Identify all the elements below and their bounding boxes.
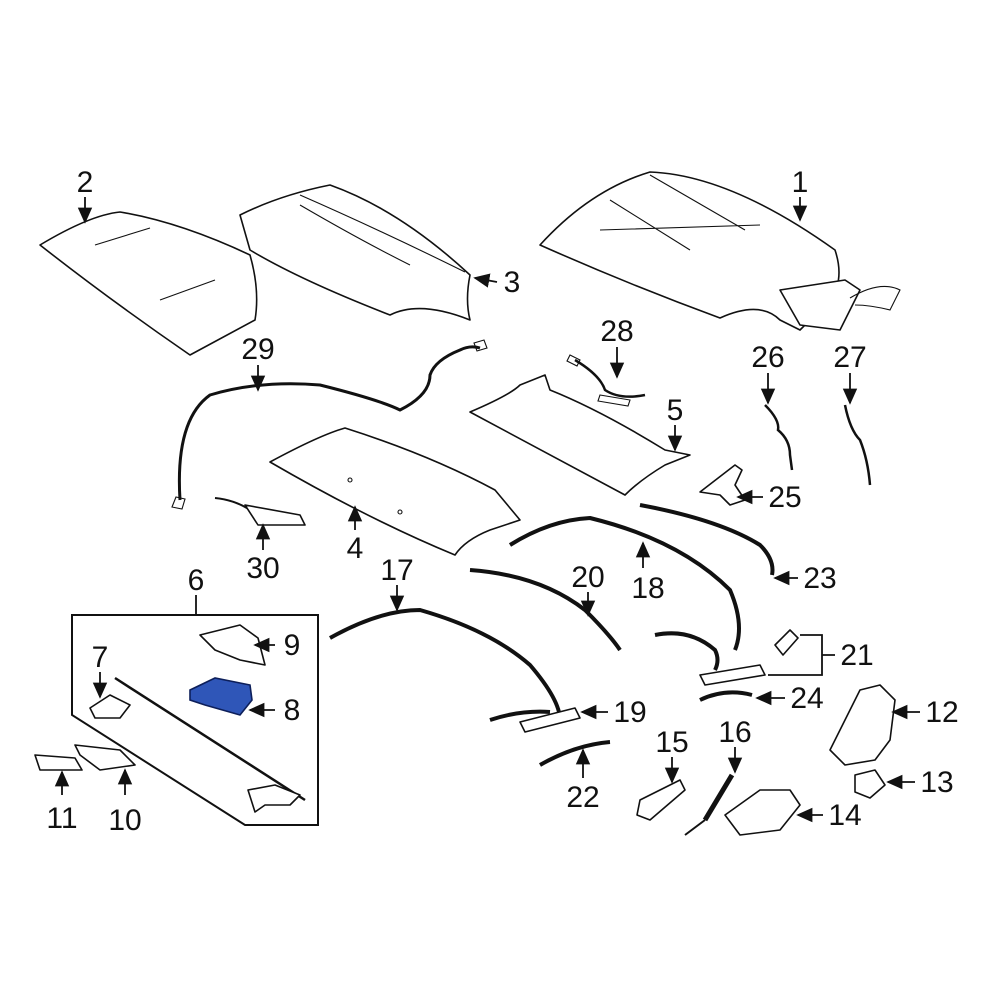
- callout-16[interactable]: 16: [718, 716, 751, 749]
- callout-labels: 1 2 3 4 5 6 7 8 9 10 11 12 13 14 15 16 1…: [46, 166, 958, 837]
- part-10-bracket[interactable]: [74, 744, 136, 771]
- callout-13[interactable]: 13: [920, 766, 953, 799]
- leader-lines: [54, 197, 920, 823]
- callout-29[interactable]: 29: [241, 333, 274, 366]
- part-15-bracket[interactable]: [636, 779, 686, 821]
- callout-12[interactable]: 12: [925, 696, 958, 729]
- callout-8[interactable]: 8: [284, 694, 301, 727]
- callout-19[interactable]: 19: [613, 696, 646, 729]
- part-19-seal[interactable]: [519, 707, 581, 733]
- part-18-weatherstrip[interactable]: [508, 515, 741, 671]
- part-6-kit-box[interactable]: [71, 614, 319, 826]
- callout-26[interactable]: 26: [751, 341, 784, 374]
- callout-7[interactable]: 7: [92, 641, 109, 674]
- part-21-trim[interactable]: [699, 629, 799, 686]
- callout-20[interactable]: 20: [571, 561, 604, 594]
- callout-9[interactable]: 9: [284, 629, 301, 662]
- part-29-cable[interactable]: [171, 339, 488, 510]
- part-7-latch[interactable]: [89, 694, 131, 719]
- callout-28[interactable]: 28: [600, 315, 633, 348]
- part-12-bracket[interactable]: [829, 684, 896, 766]
- part-23-weatherstrip[interactable]: [639, 503, 775, 576]
- callout-27[interactable]: 27: [833, 341, 866, 374]
- part-11-bracket[interactable]: [34, 754, 83, 771]
- part-unlabeled-hook[interactable]: [247, 784, 301, 813]
- callout-4[interactable]: 4: [347, 532, 364, 565]
- part-20-seal[interactable]: [469, 568, 622, 652]
- callout-15[interactable]: 15: [655, 726, 688, 759]
- part-16-strut[interactable]: [684, 773, 735, 836]
- part-2-roof-panel[interactable]: [39, 211, 258, 356]
- callout-24[interactable]: 24: [790, 682, 823, 715]
- callout-30[interactable]: 30: [246, 552, 279, 585]
- part-24-seal[interactable]: [699, 690, 753, 702]
- callout-25[interactable]: 25: [768, 481, 801, 514]
- callout-21[interactable]: 21: [840, 639, 873, 672]
- part-26-cable[interactable]: [764, 404, 794, 471]
- callout-10[interactable]: 10: [108, 804, 141, 837]
- part-30-cable[interactable]: [214, 497, 306, 526]
- callout-23[interactable]: 23: [803, 562, 836, 595]
- part-5-headliner-panel[interactable]: [469, 374, 691, 496]
- part-25-bracket[interactable]: [699, 464, 746, 506]
- callout-22[interactable]: 22: [566, 781, 599, 814]
- part-4-headliner-panel[interactable]: [269, 427, 521, 556]
- part-17-weatherstrip[interactable]: [329, 607, 562, 722]
- part-1-convertible-top[interactable]: [539, 171, 901, 331]
- part-28-cable[interactable]: [566, 354, 646, 407]
- part-22-seal[interactable]: [539, 740, 611, 767]
- callout-5[interactable]: 5: [667, 394, 684, 427]
- callout-1[interactable]: 1: [792, 166, 809, 199]
- callout-17[interactable]: 17: [380, 554, 413, 587]
- part-3-roof-panel[interactable]: [239, 184, 471, 321]
- part-8-highlighted-latch[interactable]: [189, 677, 253, 716]
- part-27-cable[interactable]: [843, 404, 872, 486]
- part-9-bracket[interactable]: [199, 624, 266, 666]
- callout-3[interactable]: 3: [504, 266, 521, 299]
- callout-18[interactable]: 18: [631, 572, 664, 605]
- callout-11[interactable]: 11: [46, 802, 77, 835]
- callout-14[interactable]: 14: [828, 799, 861, 832]
- part-14-bracket[interactable]: [724, 789, 801, 836]
- part-13-plate[interactable]: [854, 769, 886, 799]
- callout-2[interactable]: 2: [77, 166, 94, 199]
- callout-6[interactable]: 6: [188, 564, 205, 597]
